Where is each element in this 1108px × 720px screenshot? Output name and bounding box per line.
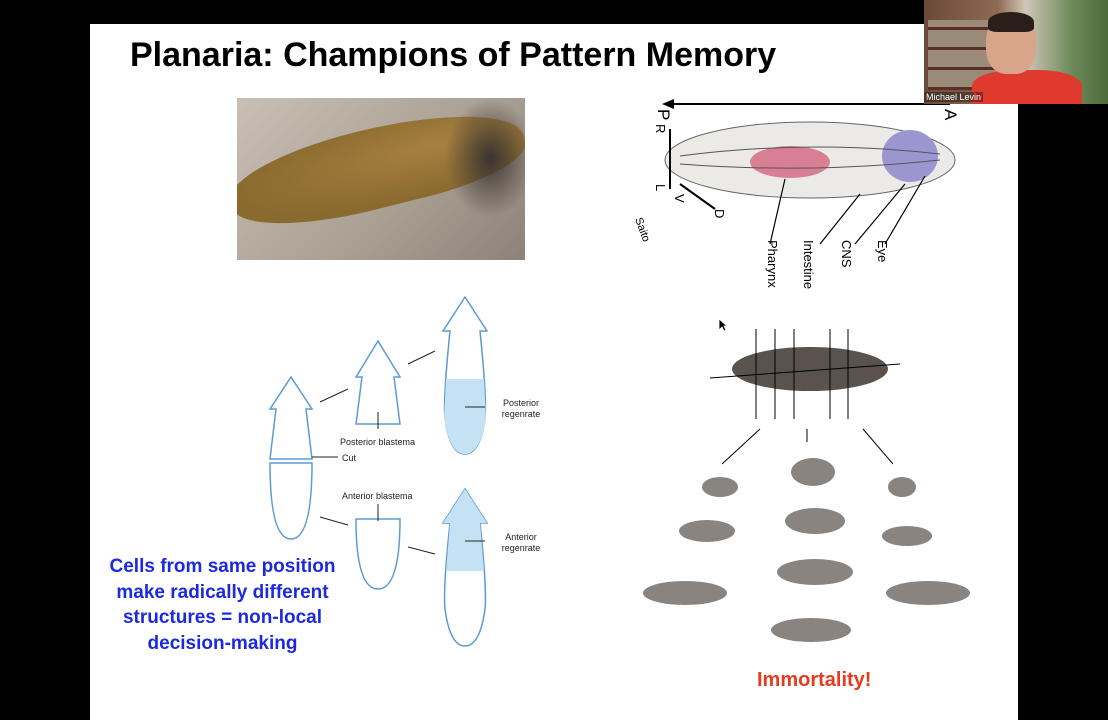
label-pharynx: Pharynx	[765, 240, 780, 288]
label-cns: CNS	[839, 240, 854, 268]
axis-label-d: D	[712, 209, 727, 218]
planaria-photo	[237, 98, 525, 260]
participant-video-tile[interactable]: Michael Levin	[924, 0, 1108, 104]
axis-label-a: A	[941, 109, 960, 121]
label-intestine: Intestine	[801, 240, 816, 289]
artist-credit: Saito	[632, 216, 652, 244]
slide-title: Planaria: Champions of Pattern Memory	[130, 36, 777, 74]
participant-name: Michael Levin	[924, 92, 984, 102]
label-posterior-blastema: Posterior blastema	[340, 437, 416, 447]
immortality-label: Immortality!	[757, 669, 872, 691]
axis-label-v: V	[672, 194, 687, 203]
planaria-anatomy-diagram: R L V D P A Saito Pharynx Intestine CNS …	[632, 99, 960, 289]
label-anterior-blastema: Anterior blastema	[342, 491, 413, 501]
axis-label-l: L	[653, 184, 668, 191]
label-anterior-regenrate: Anterior regenrate	[501, 532, 541, 553]
label-posterior-regenrate: Posterior regenrate	[501, 398, 541, 419]
fragment-regeneration-diagram	[643, 329, 970, 642]
regeneration-diagram	[268, 295, 489, 647]
label-eye: Eye	[875, 240, 890, 262]
mouse-cursor-icon	[718, 318, 728, 332]
axis-label-p: P	[654, 109, 673, 120]
presentation-slide: Planaria: Champions of Pattern Memory R …	[90, 24, 1018, 720]
label-cut: Cut	[342, 453, 357, 463]
slide-caption: Cells from same position make radically …	[109, 556, 336, 654]
axis-label-r: R	[653, 124, 668, 133]
